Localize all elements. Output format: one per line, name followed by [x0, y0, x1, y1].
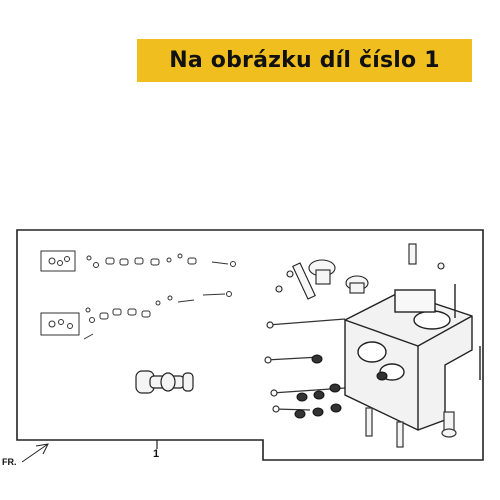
camshaft [135, 370, 194, 394]
nuts [294, 354, 388, 419]
diagram-frame [16, 229, 484, 461]
small-parts-kit-upper [40, 250, 236, 272]
part-notice-text: Na obrázku díl číslo 1 [169, 48, 440, 73]
lower-studs [365, 407, 457, 448]
cylinder-head [344, 284, 481, 431]
top-fittings [275, 243, 445, 300]
part-number-label: 1 [153, 448, 159, 460]
front-arrow-icon [21, 443, 49, 463]
front-marker-label: FR. [2, 457, 17, 467]
part-notice-banner: Na obrázku díl číslo 1 [137, 39, 472, 82]
small-parts-kit-lower [40, 291, 232, 340]
cylinder-head-studs [264, 318, 346, 413]
